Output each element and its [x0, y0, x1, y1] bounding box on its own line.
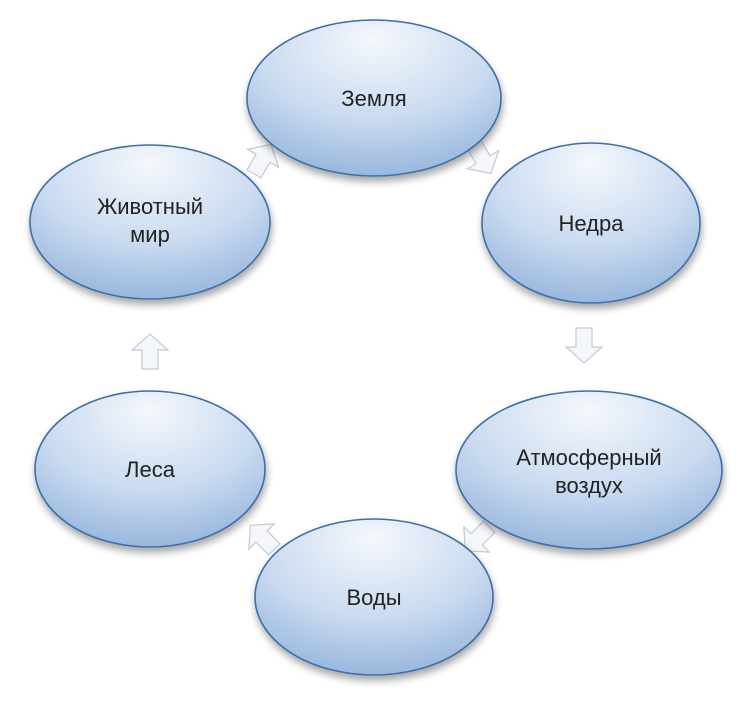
- node-ellipse: [34, 390, 266, 548]
- arrow-lesa-to-zhivotnyj-mir: [130, 333, 170, 370]
- arrow-vody-to-lesa: [248, 523, 281, 556]
- arrow-atmosfernyj-vozduh-to-vody: [463, 520, 496, 553]
- arrow-shape: [564, 327, 604, 364]
- node-nedra: Недра: [481, 142, 701, 304]
- node-label: Воды: [346, 585, 401, 610]
- arrow-shape: [463, 520, 496, 553]
- node-zhivotnyj-mir: Животный мир: [29, 144, 271, 300]
- node-label: Животный: [97, 194, 203, 219]
- node-vody: Воды: [254, 518, 494, 676]
- node-ellipse: [246, 19, 502, 177]
- node-ellipse: [455, 390, 723, 550]
- node-label: Леса: [125, 457, 176, 482]
- node-label: Недра: [559, 211, 625, 236]
- node-ellipse: [481, 142, 701, 304]
- node-ellipse: [254, 518, 494, 676]
- node-label: воздух: [555, 473, 623, 498]
- node-lesa: Леса: [34, 390, 266, 548]
- arrow-zhivotnyj-mir-to-zemlya: [245, 143, 280, 179]
- node-label: Атмосферный: [516, 445, 661, 470]
- arrow-shape: [245, 143, 280, 179]
- arrow-nedra-to-atmosfernyj-vozduh: [564, 327, 604, 364]
- node-zemlya: Земля: [246, 19, 502, 177]
- node-label: Земля: [341, 86, 406, 111]
- arrow-shape: [248, 523, 281, 556]
- arrow-shape: [130, 333, 170, 370]
- node-atmosfernyj-vozduh: Атмосферный воздух: [455, 390, 723, 550]
- node-ellipse: [29, 144, 271, 300]
- node-label: мир: [130, 222, 170, 247]
